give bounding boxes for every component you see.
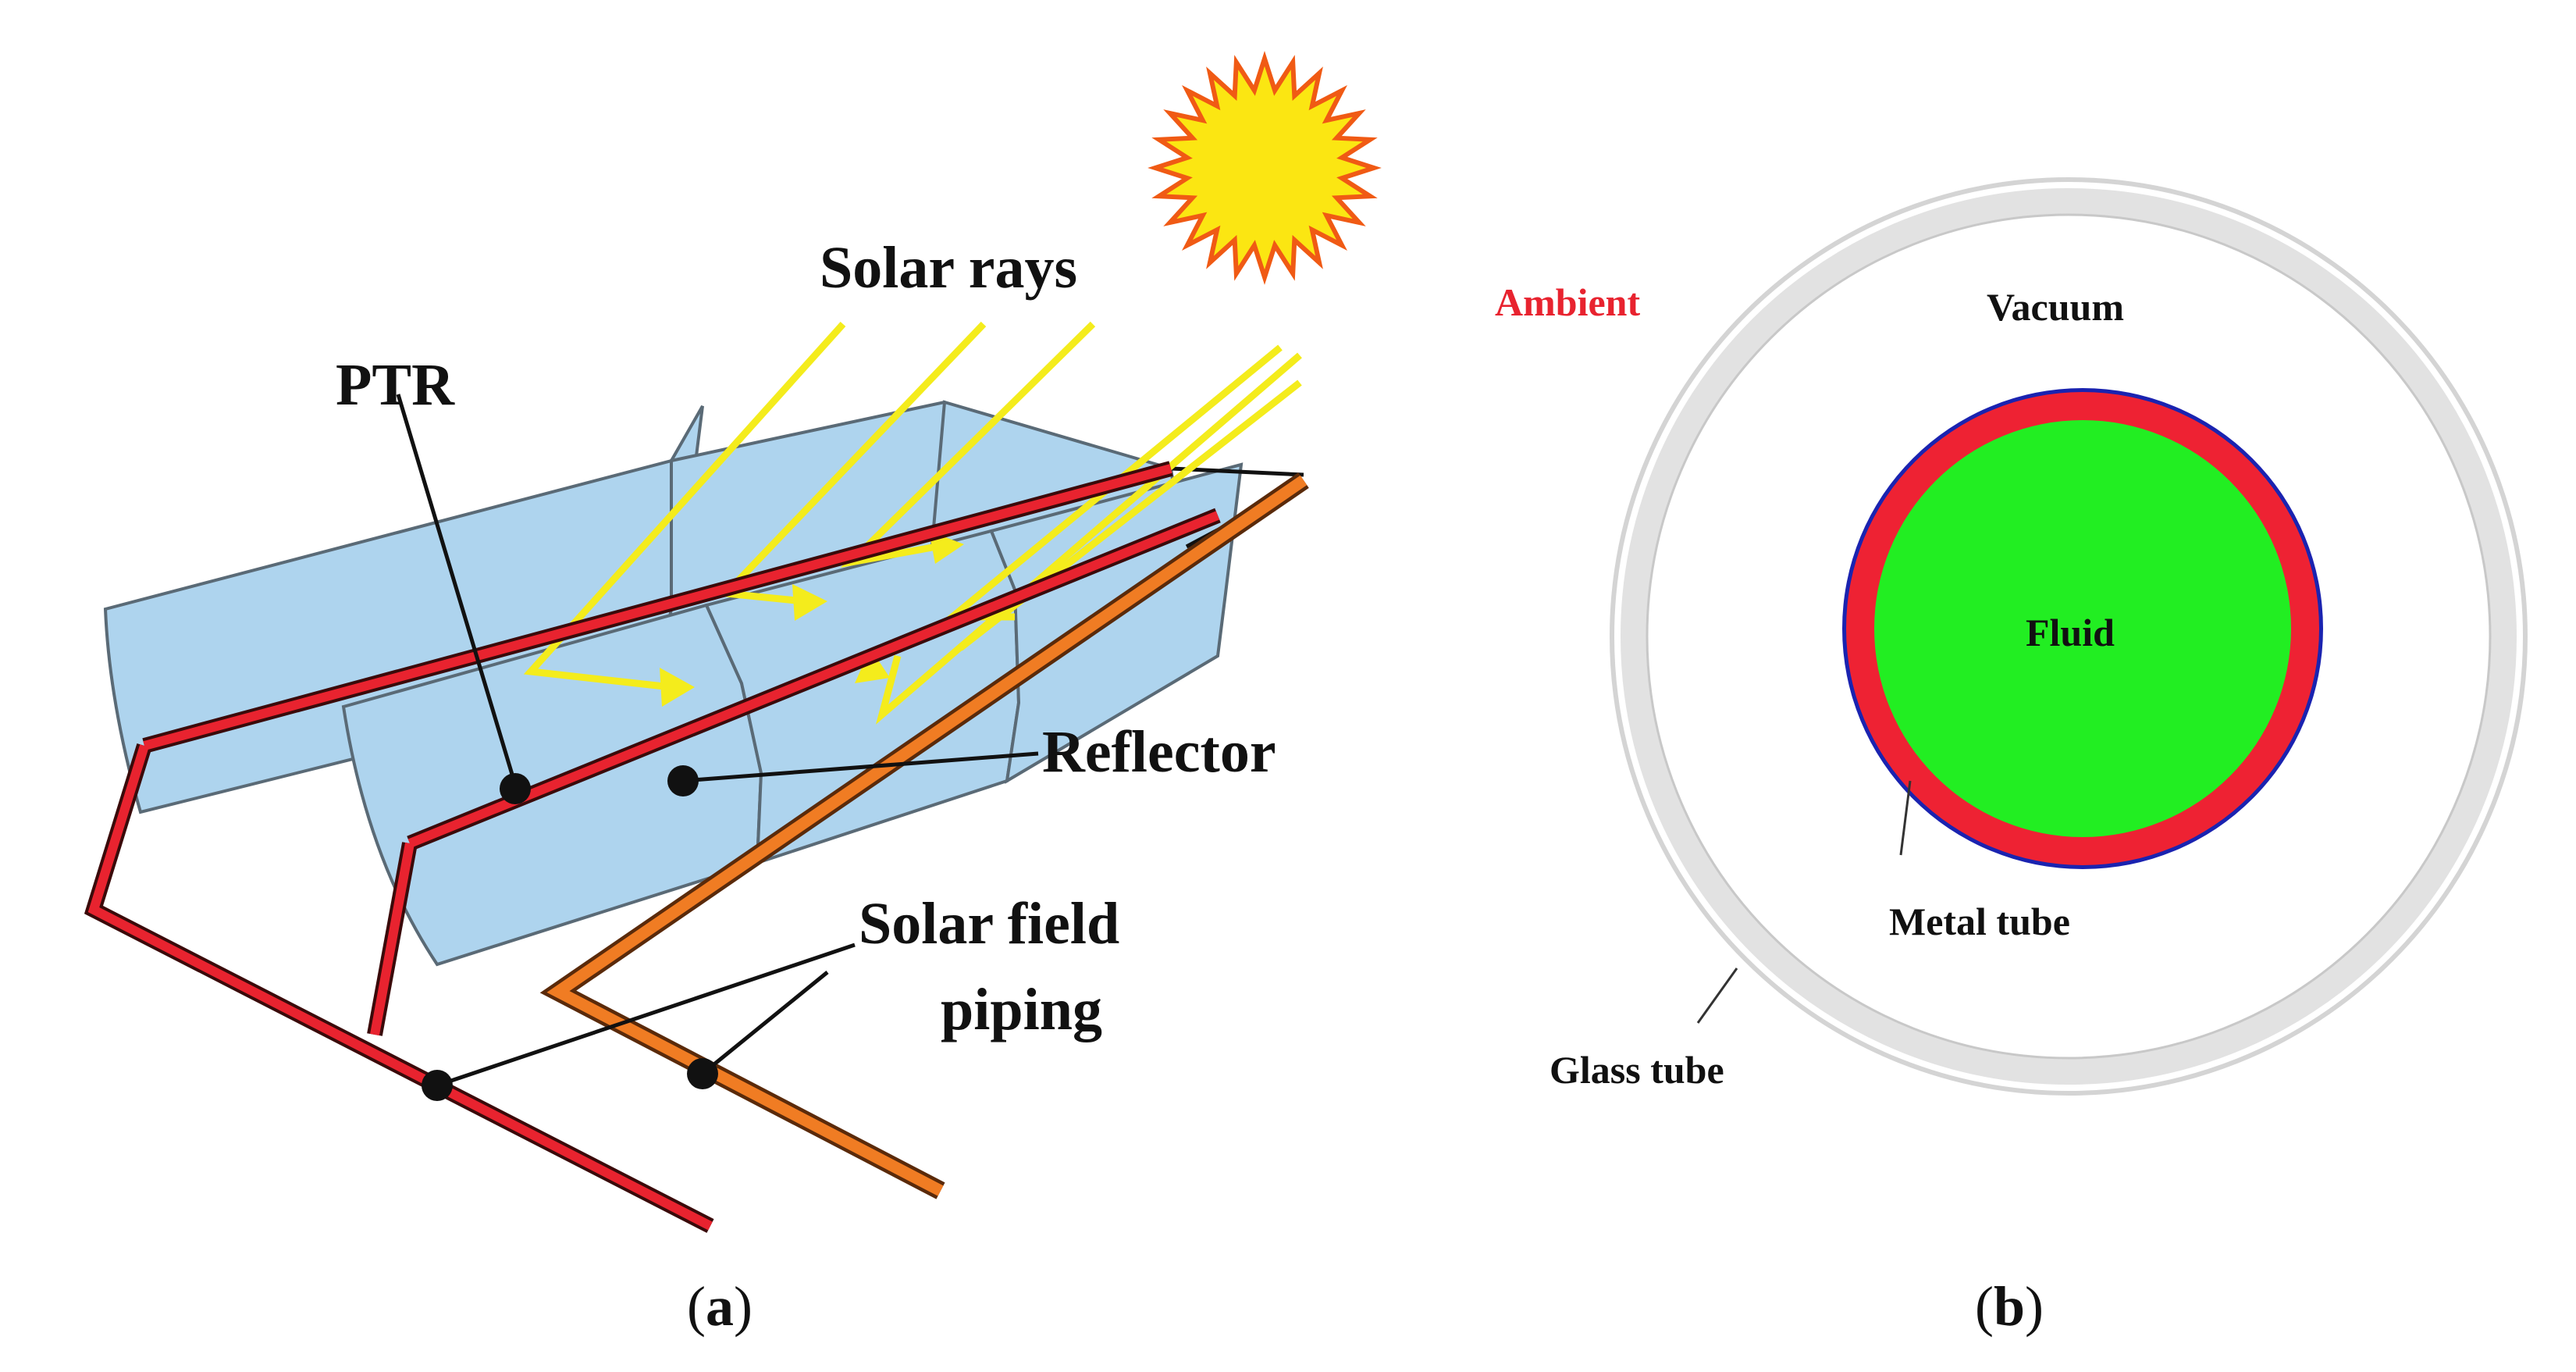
field-pipe-orange xyxy=(539,472,1309,1199)
receiver-tubes-fill xyxy=(87,464,1220,1231)
label-solar-field-line1: Solar field xyxy=(859,891,1120,957)
glass-tube-wall xyxy=(1621,188,2517,1085)
panel-b-leaders xyxy=(1696,780,1912,1024)
label-ptr: PTR xyxy=(336,352,454,418)
caption-b: (b) xyxy=(1975,1275,2044,1338)
leader-dots xyxy=(422,765,718,1101)
label-reflector: Reflector xyxy=(1042,719,1276,785)
label-metal-tube: Metal tube xyxy=(1889,900,2070,943)
label-solar-field-line2: piping xyxy=(941,977,1103,1042)
leader-lines xyxy=(396,394,1039,1088)
label-vacuum: Vacuum xyxy=(1987,285,2124,329)
label-ambient: Ambient xyxy=(1495,280,1641,324)
ray-arrowheads xyxy=(660,531,964,707)
sun-icon xyxy=(1147,51,1382,285)
panel-b-diagram xyxy=(1610,177,2528,1096)
panel-a-diagram xyxy=(84,51,1382,1233)
caption-a: (a) xyxy=(687,1275,753,1338)
label-glass-tube: Glass tube xyxy=(1550,1048,1724,1092)
fluid-region xyxy=(1874,420,2291,837)
label-fluid: Fluid xyxy=(2026,611,2115,654)
label-solar-rays: Solar rays xyxy=(820,235,1078,301)
reflector-front-row xyxy=(341,462,1244,967)
